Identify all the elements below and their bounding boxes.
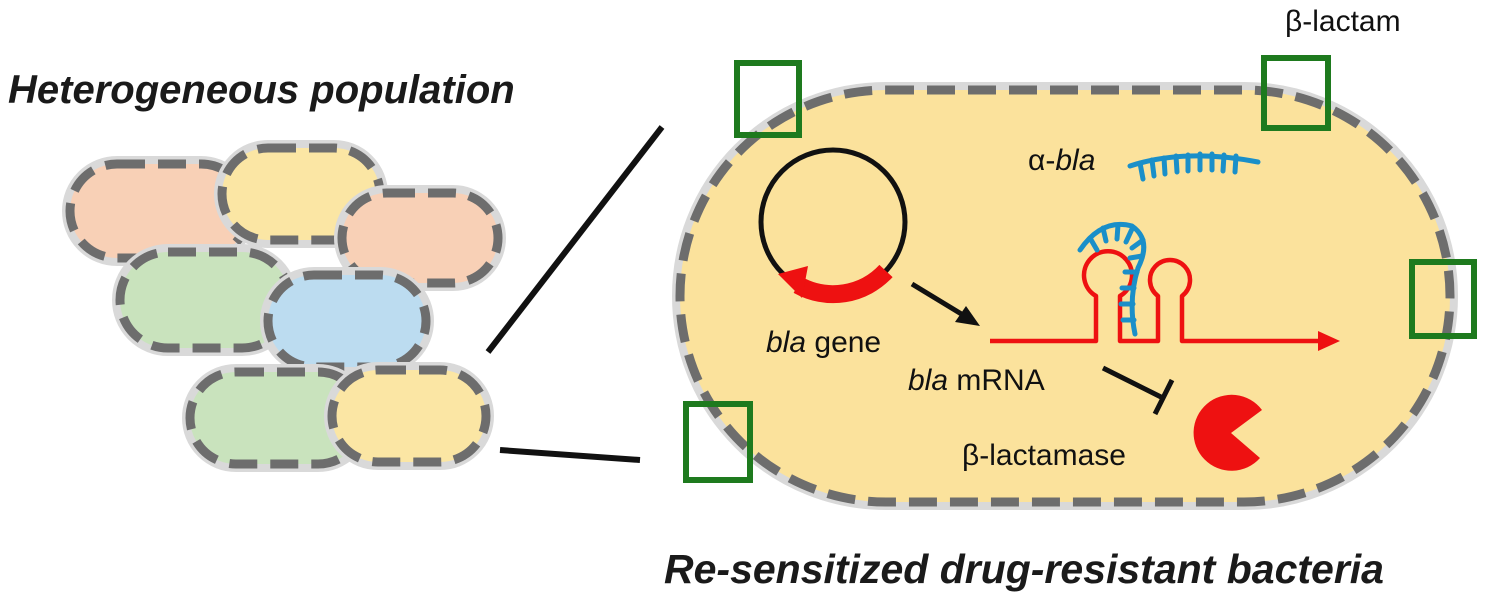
bla-mrna-label: bla mRNA <box>908 364 1045 397</box>
bla-gene-arc <box>793 264 893 304</box>
alpha-bla-italic: bla <box>1055 144 1095 177</box>
inhibition-bar <box>1152 378 1175 416</box>
bla-gene-italic: bla <box>766 326 806 359</box>
beta-lactamase-pacman-icon <box>1193 394 1262 471</box>
inhibition-line <box>1101 365 1165 401</box>
transcription-arrow <box>910 281 970 321</box>
beta-lactamase-label: β-lactamase <box>962 439 1126 472</box>
beta-lactam-square-icon <box>1261 55 1331 131</box>
antisense-comb-strand-icon <box>1127 151 1261 182</box>
beta-lactam-square-icon <box>1409 259 1477 339</box>
blue-cell <box>260 267 434 375</box>
zoom-line-top <box>485 125 665 354</box>
big-bacterium <box>672 82 1458 510</box>
beta-lactam-label: β-lactam <box>1285 5 1401 38</box>
alpha-bla-label: α-bla <box>1028 144 1095 177</box>
beta-lactam-molecules <box>683 55 1477 483</box>
salmon-cell-right <box>334 185 506 291</box>
bla-gene-arrowhead <box>778 266 808 298</box>
bla-gene-label: bla gene <box>766 326 881 359</box>
resensitized-title: Re-sensitized drug-resistant bacteria <box>664 546 1384 592</box>
beta-lactam-square-icon <box>683 401 753 483</box>
bound-antisense-icon <box>1077 221 1147 337</box>
bla-mrna-suffix: mRNA <box>948 364 1045 397</box>
green-cell-bottom <box>182 364 372 472</box>
yellow-cell-bottom <box>324 362 494 470</box>
population-title: Heterogeneous population <box>8 68 515 112</box>
bla-gene-suffix: gene <box>806 326 881 359</box>
alpha-bla-prefix: α- <box>1028 144 1055 177</box>
beta-lactam-square-icon <box>734 60 802 138</box>
plasmid-circle-icon <box>758 147 908 304</box>
zoom-line-bottom <box>499 447 641 463</box>
mrna-arrowhead <box>1318 331 1340 351</box>
cell-population <box>62 140 506 472</box>
bla-mrna-italic: bla <box>908 364 948 397</box>
transcription-arrowhead <box>955 306 980 326</box>
bla-mrna-strand <box>990 249 1325 344</box>
